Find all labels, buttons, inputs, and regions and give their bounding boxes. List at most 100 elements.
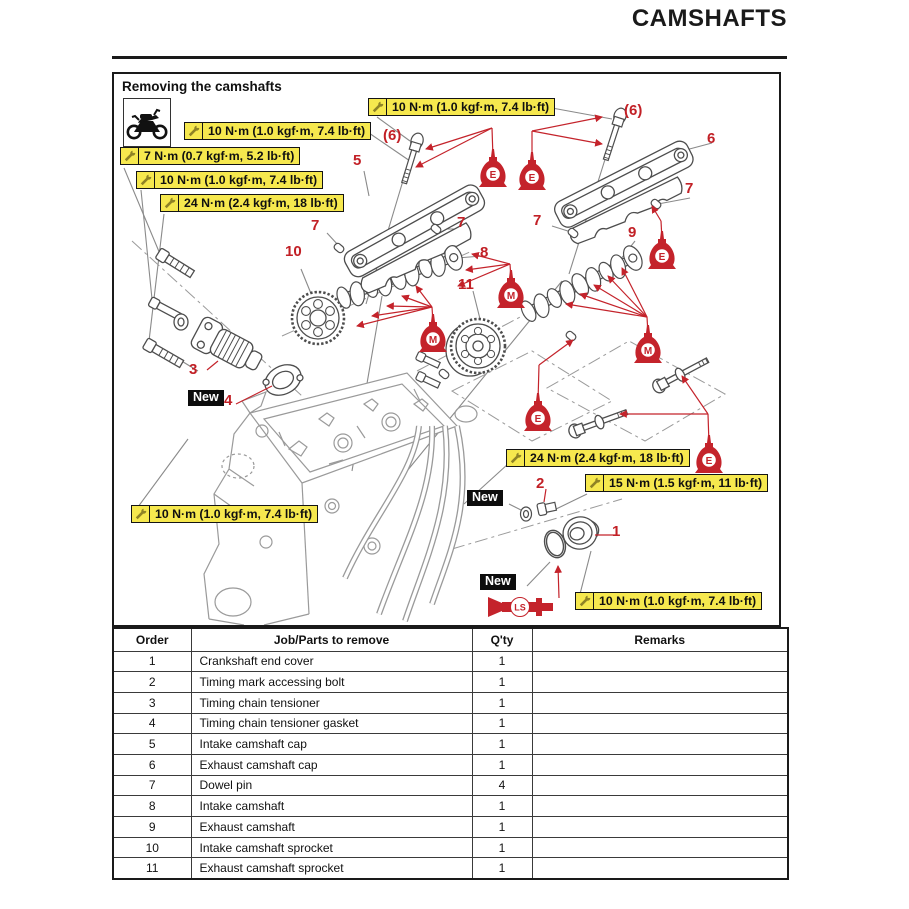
header-remarks: Remarks bbox=[531, 627, 789, 652]
tensioner-bolts bbox=[142, 247, 196, 369]
cell-job: Timing chain tensioner gasket bbox=[190, 712, 473, 735]
callout-qty-6-left: (6) bbox=[383, 127, 402, 144]
crankshaft-end-cover bbox=[562, 516, 600, 550]
cell-job: Exhaust camshaft sprocket bbox=[190, 857, 473, 880]
cell-qty: 1 bbox=[471, 753, 533, 776]
wrench-icon bbox=[576, 593, 594, 609]
header-order: Order bbox=[112, 627, 192, 652]
svg-text:E: E bbox=[659, 252, 666, 263]
exhaust-camshaft-sprocket bbox=[445, 317, 507, 377]
header-job: Job/Parts to remove bbox=[190, 627, 473, 652]
torque-label-15nm: 15 N·m (1.5 kgf·m, 11 lb·ft) bbox=[585, 474, 769, 492]
wrench-icon bbox=[161, 195, 179, 211]
torque-label-cap-bolts-left: 10 N·m (1.0 kgf·m, 7.4 lb·ft) bbox=[184, 122, 372, 140]
cell-job: Intake camshaft cap bbox=[190, 733, 473, 755]
cell-qty: 4 bbox=[471, 774, 533, 797]
o-ring bbox=[543, 529, 567, 559]
cell-order: 6 bbox=[112, 753, 192, 776]
cell-remarks bbox=[531, 691, 789, 714]
cell-job: Dowel pin bbox=[190, 774, 473, 797]
callout-2: 2 bbox=[536, 475, 545, 492]
new-tag-o-ring: New bbox=[480, 574, 516, 590]
cell-remarks bbox=[531, 795, 789, 817]
cell-order: 4 bbox=[112, 712, 192, 735]
engine-oil-icon: E bbox=[648, 231, 676, 269]
cell-order: 8 bbox=[112, 795, 192, 817]
cell-qty: 1 bbox=[471, 795, 533, 817]
svg-text:M: M bbox=[644, 346, 652, 357]
torque-text: 24 N·m (2.4 kgf·m, 18 lb·ft) bbox=[184, 196, 338, 210]
cell-qty: 1 bbox=[471, 691, 533, 714]
wrench-icon bbox=[507, 450, 525, 466]
cell-job: Exhaust camshaft bbox=[190, 816, 473, 838]
timing-mark-bolt bbox=[519, 501, 558, 522]
svg-text:LS: LS bbox=[514, 603, 526, 613]
cell-job: Exhaust camshaft cap bbox=[190, 753, 473, 776]
diagram-heading: Removing the camshafts bbox=[122, 79, 282, 94]
callout-8: 8 bbox=[480, 244, 489, 261]
cell-qty: 1 bbox=[471, 836, 533, 859]
torque-text: 24 N·m (2.4 kgf·m, 18 lb·ft) bbox=[530, 451, 684, 465]
wrench-icon bbox=[185, 123, 203, 139]
torque-label-10nm-stack: 10 N·m (1.0 kgf·m, 7.4 lb·ft) bbox=[136, 171, 324, 189]
cell-remarks bbox=[531, 712, 789, 735]
cell-qty: 1 bbox=[471, 671, 533, 693]
parts-table: Order Job/Parts to remove Q'ty Remarks 1… bbox=[112, 627, 789, 880]
page-title: CAMSHAFTS bbox=[631, 5, 787, 32]
cell-remarks bbox=[531, 816, 789, 838]
callout-3: 3 bbox=[189, 361, 198, 378]
torque-text: 7 N·m (0.7 kgf·m, 5.2 lb·ft) bbox=[144, 149, 295, 163]
oil-bottles: E E E E E bbox=[419, 149, 723, 617]
cell-order: 7 bbox=[112, 774, 192, 797]
cell-order: 11 bbox=[112, 857, 192, 880]
engine-oil-icon: E bbox=[518, 152, 546, 190]
svg-text:E: E bbox=[529, 173, 536, 184]
intake-camshaft-sprocket bbox=[290, 290, 346, 346]
callout-1: 1 bbox=[612, 523, 621, 540]
torque-text: 10 N·m (1.0 kgf·m, 7.4 lb·ft) bbox=[599, 594, 757, 608]
motorcycle-icon bbox=[126, 108, 168, 139]
svg-text:E: E bbox=[535, 414, 542, 425]
callout-7a: 7 bbox=[311, 217, 320, 234]
torque-label-7nm: 7 N·m (0.7 kgf·m, 5.2 lb·ft) bbox=[120, 147, 301, 165]
cell-order: 1 bbox=[112, 650, 192, 673]
svg-text:E: E bbox=[490, 170, 497, 181]
timing-chain-tensioner bbox=[190, 316, 263, 371]
callout-qty-6-right: (6) bbox=[624, 102, 643, 119]
cell-remarks bbox=[531, 733, 789, 755]
wrench-icon bbox=[369, 99, 387, 115]
cell-remarks bbox=[531, 650, 789, 673]
wrench-icon bbox=[137, 172, 155, 188]
cell-remarks bbox=[531, 753, 789, 776]
wrench-icon bbox=[586, 475, 604, 491]
callout-10: 10 bbox=[285, 243, 302, 260]
exhaust-camshaft-cap bbox=[554, 140, 694, 245]
cell-order: 10 bbox=[112, 836, 192, 859]
torque-label-10nm-cover: 10 N·m (1.0 kgf·m, 7.4 lb·ft) bbox=[575, 592, 763, 610]
callout-4: 4 bbox=[224, 392, 233, 409]
cell-order: 5 bbox=[112, 733, 192, 755]
torque-label-24nm-stack: 24 N·m (2.4 kgf·m, 18 lb·ft) bbox=[160, 194, 344, 212]
callout-11: 11 bbox=[458, 276, 474, 293]
svg-text:E: E bbox=[706, 456, 713, 467]
moly-oil-icon: M bbox=[634, 325, 662, 363]
callout-6: 6 bbox=[707, 130, 716, 147]
cell-qty: 1 bbox=[471, 733, 533, 755]
torque-text: 10 N·m (1.0 kgf·m, 7.4 lb·ft) bbox=[155, 507, 313, 521]
table-header-row: Order Job/Parts to remove Q'ty Remarks bbox=[112, 627, 789, 652]
header-qty: Q'ty bbox=[471, 627, 533, 652]
diagram-box: Removing the camshafts bbox=[112, 72, 781, 627]
torque-text: 10 N·m (1.0 kgf·m, 7.4 lb·ft) bbox=[160, 173, 318, 187]
cell-qty: 1 bbox=[471, 712, 533, 735]
torque-text: 10 N·m (1.0 kgf·m, 7.4 lb·ft) bbox=[208, 124, 366, 138]
torque-label-24nm-head-bolts: 24 N·m (2.4 kgf·m, 18 lb·ft) bbox=[506, 449, 690, 467]
